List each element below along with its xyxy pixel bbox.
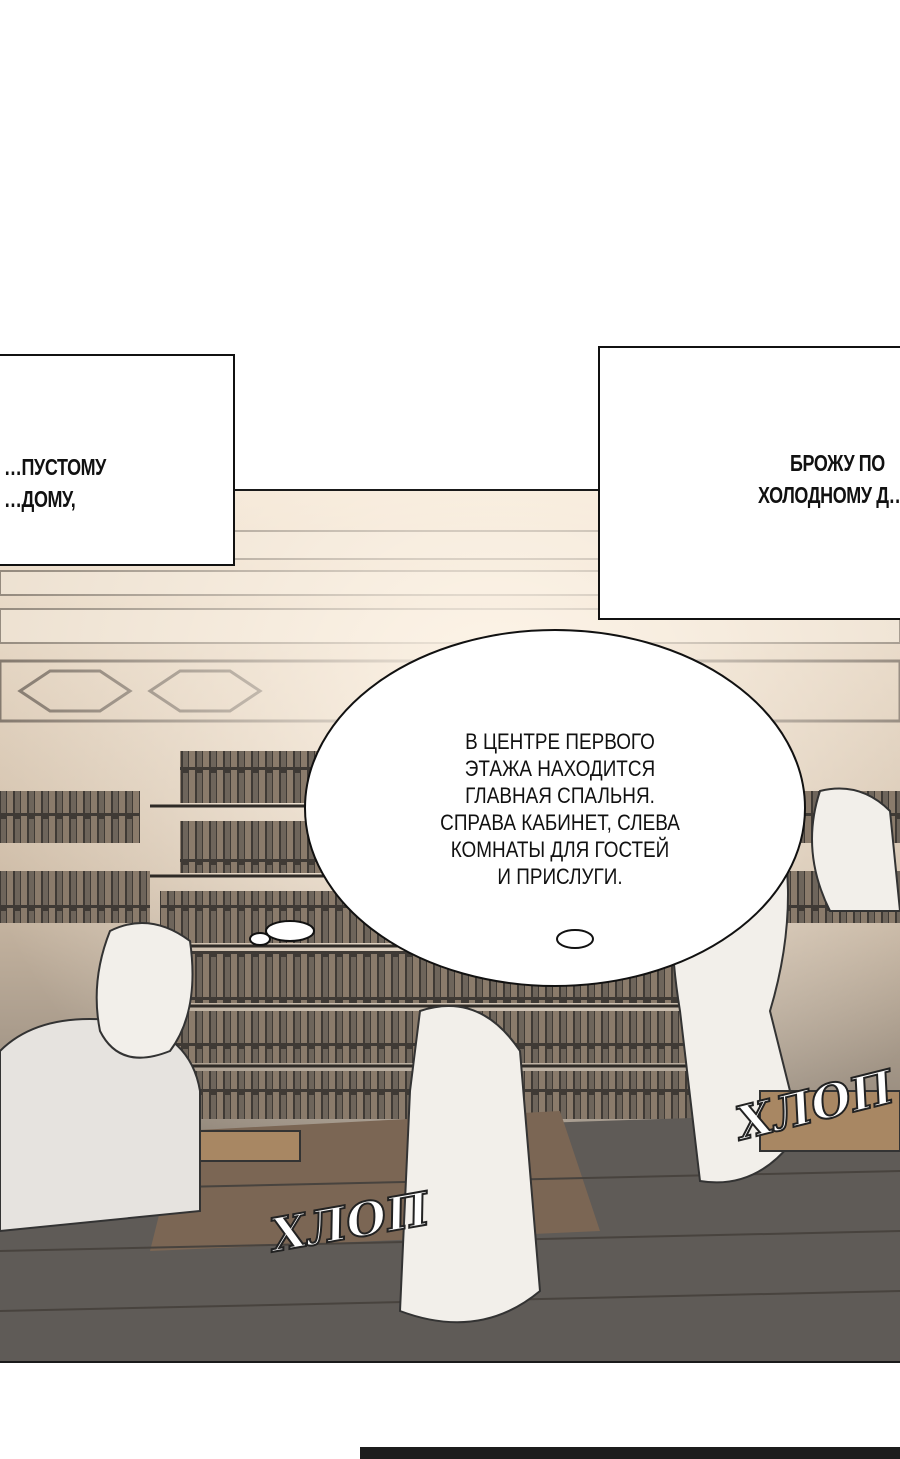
bubble-line: И ПРИСЛУГИ.	[497, 864, 623, 889]
comic-panel	[0, 489, 900, 1363]
bubble-line: КОМНАТЫ ДЛЯ ГОСТЕЙ	[450, 837, 670, 862]
bubble-line: В ЦЕНТРЕ ПЕРВОГО	[465, 729, 655, 754]
speech-bubble-text: В ЦЕНТРЕ ПЕРВОГО ЭТАЖА НАХОДИТСЯ ГЛАВНАЯ…	[405, 728, 715, 890]
caption-left-line-1: …ПУСТОМУ	[4, 454, 106, 480]
bubble-line: ЭТАЖА НАХОДИТСЯ	[464, 756, 656, 781]
next-panel-edge	[360, 1447, 900, 1459]
caption-box-right: БРОЖУ ПО ХОЛОДНОМУ Д…	[598, 346, 900, 620]
bubble-line: СПРАВА КАБИНЕТ, СЛЕВА	[440, 810, 680, 835]
caption-left-line-2: …ДОМУ,	[4, 486, 76, 512]
caption-right-line-1: БРОЖУ ПО	[790, 450, 885, 476]
caption-right-line-2: ХОЛОДНОМУ Д…	[758, 482, 900, 508]
caption-box-left: …ПУСТОМУ …ДОМУ,	[0, 354, 235, 566]
bubble-line: ГЛАВНАЯ СПАЛЬНЯ.	[465, 783, 655, 808]
library-illustration	[0, 491, 900, 1361]
